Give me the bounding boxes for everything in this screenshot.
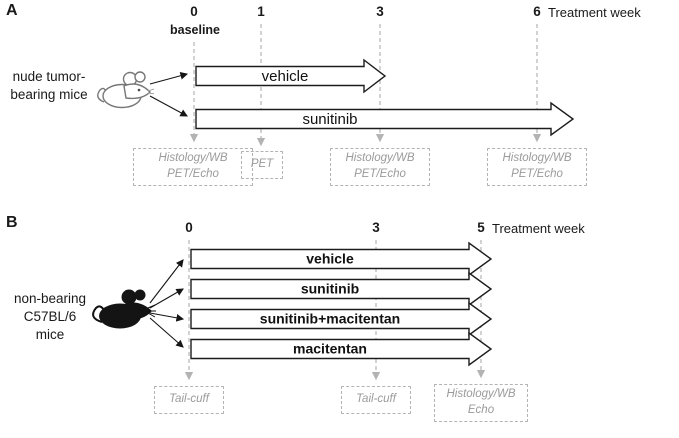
tick-a-week6: 6: [533, 4, 541, 19]
timepoint-box-a-week3-line1: Histology/WB: [345, 152, 415, 165]
arrow-b-sunitinib-macitentan: sunitinib+macitentan: [190, 301, 493, 337]
arrow-a-sunitinib: sunitinib: [195, 101, 575, 137]
subject-a: nude tumor- bearing mice: [0, 68, 98, 104]
connector-b-sunitinib: [149, 288, 184, 309]
timepoint-box-b-week3-line1: Tail-cuff: [356, 393, 396, 406]
arrow-b-macitentan: macitentan: [190, 331, 493, 367]
axis-label-a: Treatment week: [548, 5, 641, 20]
tick-a-week1: 1: [257, 4, 265, 19]
arrow-a-sunitinib-label: sunitinib: [302, 111, 357, 128]
subject-b-line2: C57BL/6: [23, 308, 77, 324]
tick-b-week0: 0: [185, 220, 193, 235]
subject-a-line1: nude tumor-: [12, 69, 86, 84]
arrow-b-vehicle-label: vehicle: [306, 251, 354, 267]
timepoint-box-a-week1: PET: [241, 151, 283, 179]
arrow-b-sunitinib-macitentan-label: sunitinib+macitentan: [260, 311, 400, 327]
timepoint-box-b-week5-line2: Echo: [467, 404, 495, 416]
timepoint-box-a-week6-line1: Histology/WB: [502, 152, 572, 165]
subject-b: non-bearing C57BL/6 mice: [4, 290, 96, 343]
nude-mouse-icon: [97, 71, 154, 109]
connector-a-sunitinib: [149, 95, 188, 117]
tick-b-week5: 5: [477, 220, 485, 235]
arrow-b-sunitinib-label: sunitinib: [301, 281, 359, 297]
timepoint-box-a-week1-line1: PET: [250, 158, 274, 171]
connector-b-macitentan: [149, 317, 184, 348]
timepoint-box-b-week0: Tail-cuff: [154, 386, 224, 414]
timepoint-box-a-week6-line2: PET/Echo: [511, 168, 563, 180]
timepoint-box-b-week5: Histology/WB Echo: [434, 384, 528, 422]
tick-b-week3: 3: [372, 220, 380, 235]
timepoint-box-a-week3-line2: PET/Echo: [354, 168, 406, 180]
timepoint-box-a-week3: Histology/WB PET/Echo: [330, 148, 430, 186]
connector-a-vehicle: [149, 72, 189, 85]
arrow-a-vehicle-label: vehicle: [262, 68, 309, 85]
timepoint-box-a-week0-line1: Histology/WB: [158, 152, 228, 165]
panel-b-label: B: [6, 214, 18, 231]
connector-b-sunitinib-macitentan: [149, 312, 185, 322]
tick-a-week0: 0: [190, 4, 198, 19]
arrow-b-sunitinib: sunitinib: [190, 271, 493, 307]
tick-a-week3: 3: [376, 4, 384, 19]
timepoint-box-a-week0: Histology/WB PET/Echo: [133, 148, 253, 186]
timepoint-box-a-week0-line2: PET/Echo: [167, 168, 219, 180]
subject-a-line2: bearing mice: [10, 86, 88, 102]
subject-b-line1: non-bearing: [13, 291, 87, 306]
arrow-b-vehicle: vehicle: [190, 241, 493, 277]
connector-b-vehicle: [149, 259, 184, 304]
timepoint-box-b-week5-line1: Histology/WB: [446, 388, 516, 401]
panel-a-label: A: [6, 2, 18, 19]
black-mouse-icon: [92, 289, 156, 329]
arrow-b-macitentan-label: macitentan: [293, 341, 367, 357]
arrow-a-vehicle: vehicle: [195, 58, 387, 94]
subject-b-line3: mice: [35, 326, 65, 342]
timepoint-box-b-week3: Tail-cuff: [341, 386, 411, 414]
axis-label-b: Treatment week: [492, 221, 585, 236]
timepoint-box-a-week6: Histology/WB PET/Echo: [487, 148, 587, 186]
baseline-label: baseline: [169, 23, 221, 37]
timepoint-box-b-week0-line1: Tail-cuff: [169, 393, 209, 406]
